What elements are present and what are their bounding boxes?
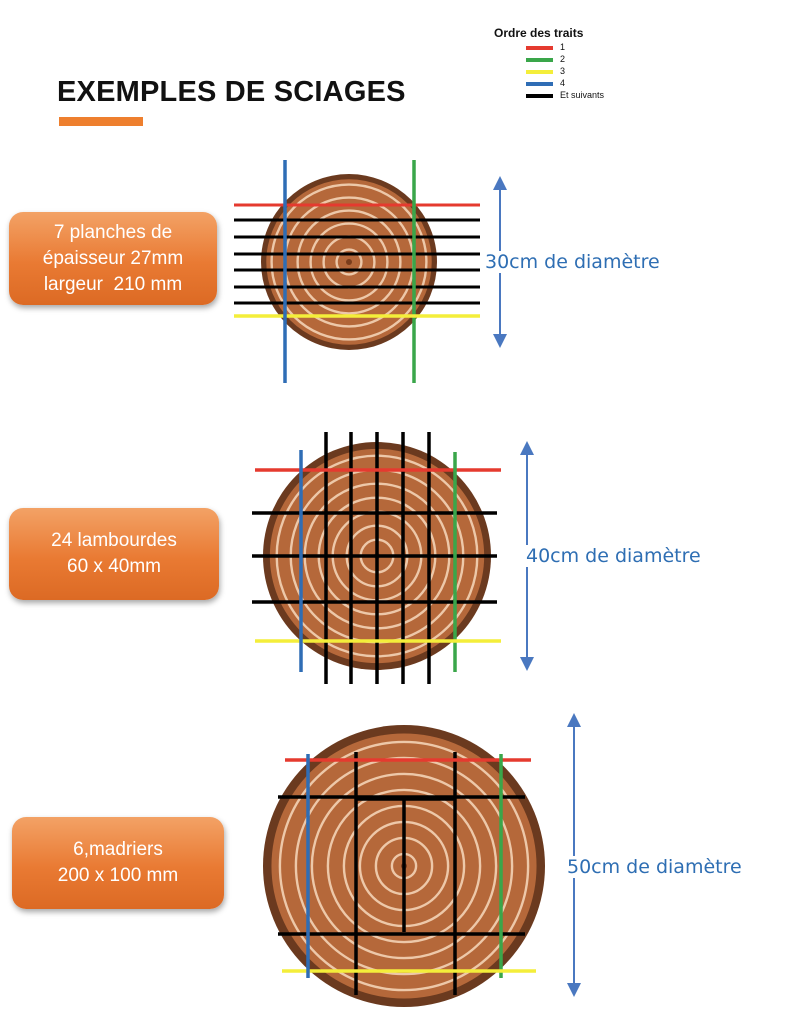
label-line: largeur 210 mm [43,273,183,295]
legend-label: 2 [560,54,566,64]
legend-item-2: 2 [494,54,654,67]
growth-ring [270,183,428,341]
label-line: 200 x 100 mm [57,865,179,886]
legend-swatch-black [526,94,553,98]
legend-title: Ordre des traits [494,26,584,40]
growth-ring [326,788,482,944]
growth-ring [294,756,514,976]
legend-swatch-red [526,46,553,50]
label-line: épaisseur 27mm [42,247,184,269]
growth-ring [310,772,498,960]
legend-label: Et suivants [560,90,605,100]
legend-swatch-blue [526,82,553,86]
pith [346,259,352,265]
log-40cm [252,432,534,684]
legend-item-3: 3 [494,66,654,79]
log-50cm [263,713,581,1007]
label-line: 7 planches de [53,221,173,243]
label-madriers: 6,madriers 200 x 100 mm [12,817,224,909]
legend-swatch-green [526,58,553,62]
legend: Ordre des traits 1 2 3 4 Et suivants [494,26,654,103]
legend-item-4: 4 [494,78,654,91]
growth-ring [309,222,389,302]
diameter-label-50cm: 50cm de diamètre [566,856,743,878]
diameter-label-40cm: 40cm de diamètre [525,545,702,567]
log-30cm [234,160,507,383]
legend-label: 3 [560,66,566,76]
growth-ring [335,248,363,276]
legend-label: 1 [560,42,566,52]
growth-ring [296,209,402,315]
legend-item-next: Et suivants [494,90,654,103]
label-lambourdes: 24 lambourdes 60 x 40mm [9,508,219,600]
label-line: 24 lambourdes [51,530,177,551]
legend-swatch-yellow [526,70,553,74]
label-planches: 7 planches de épaisseur 27mm largeur 210… [9,212,217,305]
label-line: 60 x 40mm [67,556,161,577]
legend-item-1: 1 [494,42,654,55]
page-title: EXEMPLES DE SCIAGES [57,76,406,108]
legend-label: 4 [560,78,566,88]
title-underline [59,117,143,126]
label-line: 6,madriers [73,839,163,860]
diameter-label-30cm: 30cm de diamètre [484,251,661,273]
growth-ring [278,740,530,992]
